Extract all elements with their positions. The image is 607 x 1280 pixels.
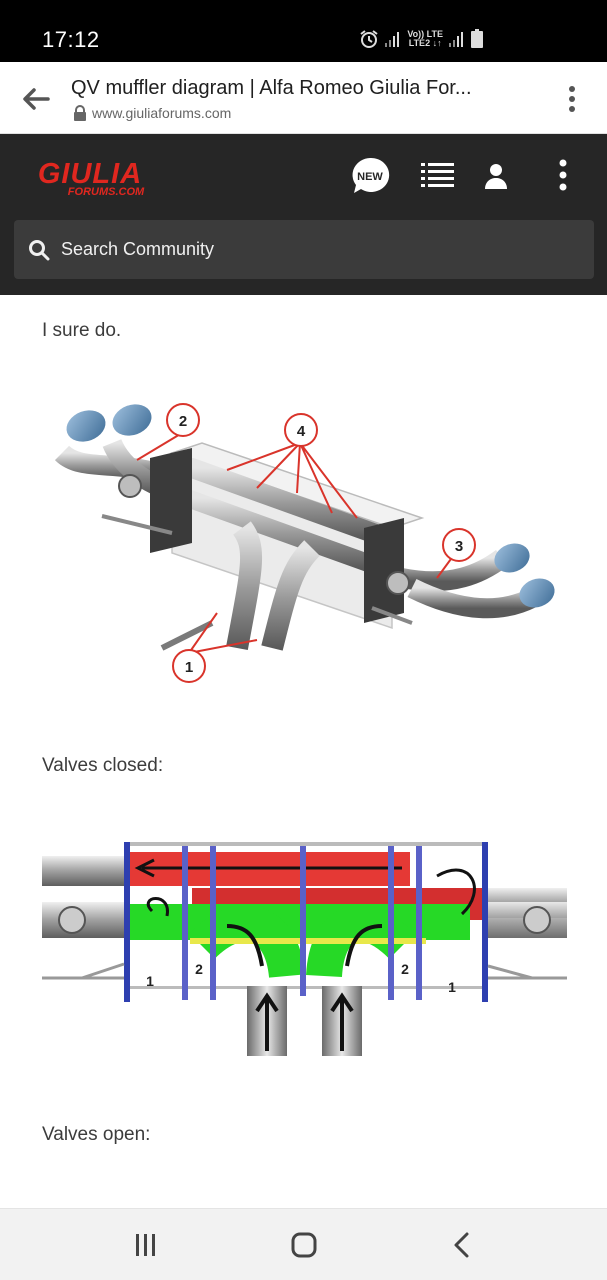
section-label-2-right: 2 (401, 961, 409, 977)
valves-closed-diagram: 1 2 2 1 (42, 842, 567, 1056)
search-icon (29, 240, 50, 261)
new-posts-button[interactable]: NEW (350, 156, 390, 196)
valves-closed-caption: Valves closed: (42, 755, 164, 776)
svg-text:GIULIA: GIULIA (38, 158, 142, 190)
more-vert-icon[interactable] (556, 156, 570, 196)
status-time: 17:12 (42, 27, 100, 52)
search-input[interactable]: Search Community (14, 220, 594, 279)
recent-apps-icon[interactable] (126, 1229, 166, 1261)
alarm-icon (360, 30, 378, 48)
page-url-row[interactable]: www.giuliaforums.com (73, 105, 231, 121)
callout-3: 3 (442, 528, 476, 562)
back-arrow-icon[interactable] (18, 84, 52, 114)
signal-icon (385, 32, 400, 47)
lock-icon (74, 105, 86, 121)
home-icon[interactable] (284, 1229, 324, 1261)
system-nav-bar (0, 1208, 607, 1280)
post-text: I sure do. (42, 320, 122, 341)
more-vert-icon[interactable] (565, 84, 579, 114)
svg-text:1: 1 (185, 659, 193, 676)
network-type: Vo)) LTE LTE2 ↓↑ (407, 29, 443, 48)
status-icons: Vo)) LTE LTE2 ↓↑ (359, 24, 483, 54)
browser-toolbar: QV muffler diagram | Alfa Romeo Giulia F… (0, 62, 607, 134)
section-label-2-left: 2 (195, 961, 203, 977)
site-header: GIULIA FORUMS.COM NEW Sea (0, 134, 607, 295)
callout-1: 1 (172, 649, 206, 683)
search-placeholder: Search Community (61, 239, 215, 259)
section-label-1-right: 1 (448, 979, 456, 995)
section-label-1-left: 1 (146, 973, 154, 989)
svg-text:NEW: NEW (357, 171, 383, 183)
list-icon[interactable] (421, 156, 455, 196)
signal-icon (449, 32, 463, 47)
page-title[interactable]: QV muffler diagram | Alfa Romeo Giulia F… (71, 77, 472, 99)
svg-text:4: 4 (297, 423, 306, 440)
site-logo[interactable]: GIULIA FORUMS.COM (14, 158, 166, 198)
svg-text:FORUMS.COM: FORUMS.COM (68, 186, 145, 198)
svg-text:2: 2 (179, 413, 187, 430)
svg-text:3: 3 (455, 538, 463, 555)
status-bar: 17:12 Vo)) LTE LTE2 ↓↑ (0, 0, 607, 62)
back-icon[interactable] (442, 1229, 482, 1261)
valves-open-caption: Valves open: (42, 1124, 151, 1145)
battery-icon (471, 29, 483, 48)
exhaust-system-diagram: 2 4 3 1 (54, 403, 555, 683)
page-url: www.giuliaforums.com (92, 105, 232, 121)
user-icon[interactable] (484, 156, 508, 196)
callout-2: 2 (166, 403, 200, 437)
callout-4: 4 (284, 413, 318, 447)
